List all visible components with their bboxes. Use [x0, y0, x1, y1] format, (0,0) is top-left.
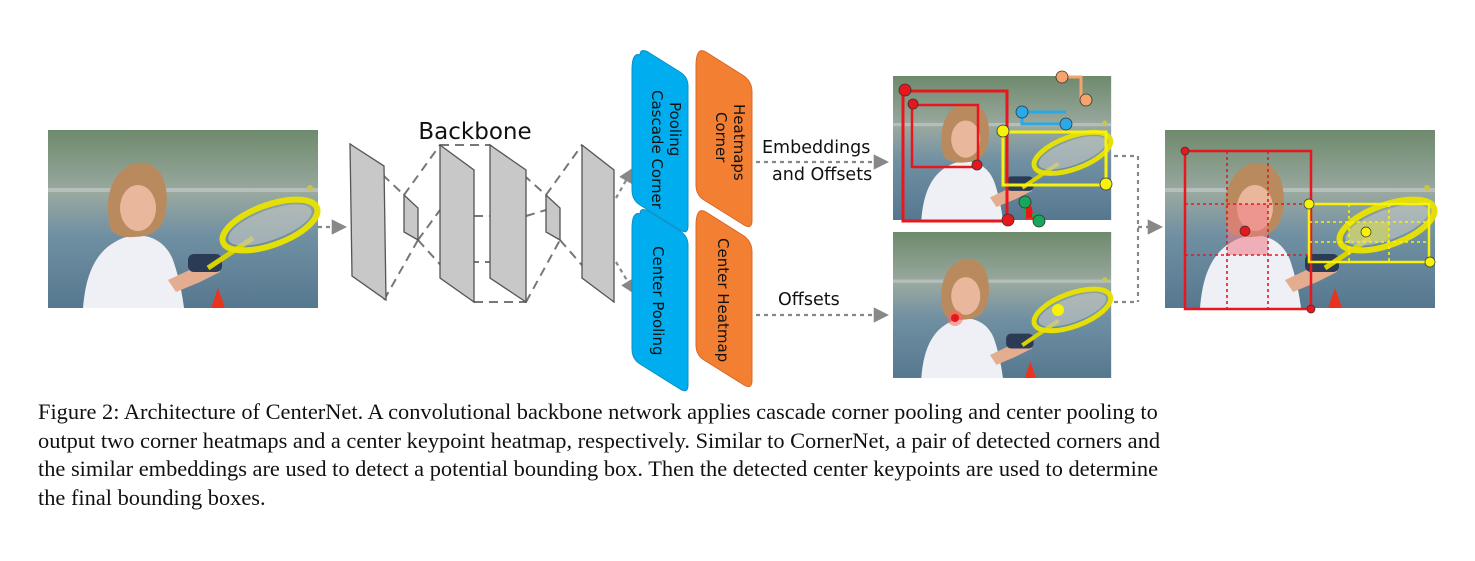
caption-line: output two corner heatmaps and a center …: [38, 427, 1161, 453]
caption-line: the similar embeddings are used to detec…: [38, 456, 1159, 481]
corner-heatmaps-label-line1: Corner: [712, 112, 730, 163]
offsets-label: Offsets: [778, 290, 840, 310]
backbone-label: Backbone: [418, 119, 531, 145]
center-pooling-block: Center Pooling: [631, 209, 689, 392]
center-heatmap-label: Center Heatmap: [714, 238, 732, 362]
arrow-backbone-center: [615, 261, 636, 295]
embedding-markers: [1015, 70, 1093, 228]
corner-detections-image: [893, 76, 1116, 227]
caption-line: Figure 2: Architecture of CenterNet. A c…: [38, 399, 1158, 424]
final-output-image: [1165, 130, 1441, 314]
architecture-figure: Backbone: [0, 50, 1475, 392]
svg-text:Corner Heatmaps: Corner Heatmaps: [712, 104, 748, 181]
cascade-corner-pooling-block: Cascade Corner Pooling: [631, 50, 689, 233]
cascade-corner-label-line1: Cascade Corner: [648, 90, 666, 210]
svg-text:Cascade Corner Pooling: Cascade Corner Pooling: [648, 90, 684, 214]
center-pooling-label: Center Pooling: [649, 246, 667, 355]
center-heatmap-block: Center Heatmap: [695, 210, 753, 388]
backbone-network: [349, 142, 615, 304]
cascade-corner-label-line2: Pooling: [666, 102, 684, 156]
corner-heatmaps-block: Corner Heatmaps: [695, 50, 753, 228]
arrow-backbone-corner: [615, 167, 634, 199]
merge-arrows: [1114, 154, 1164, 304]
input-image: [48, 130, 324, 308]
center-keypoints-image: [893, 232, 1116, 378]
figure-caption: Figure 2: Architecture of CenterNet. A c…: [38, 398, 1458, 512]
corner-heatmaps-label-line2: Heatmaps: [730, 104, 748, 181]
caption-line: the final bounding boxes.: [38, 484, 266, 510]
embeddings-label: Embeddings and Offsets: [762, 138, 876, 185]
